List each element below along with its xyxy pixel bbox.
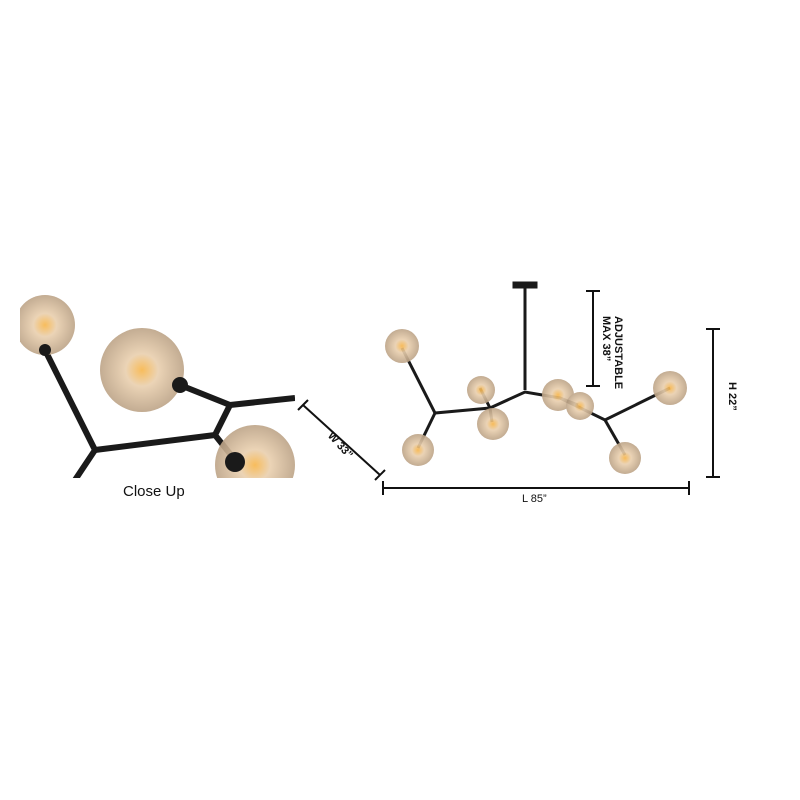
adjustable-line2: MAX 38”: [600, 316, 612, 362]
height-label: H 22”: [726, 382, 738, 411]
closeup-photo: [20, 295, 295, 478]
length-label: L 85”: [522, 493, 547, 505]
chandelier: [400, 281, 671, 456]
length-dimension-line: [382, 481, 690, 495]
glass-bulbs: [385, 329, 687, 474]
adjustable-dimension-line: [586, 290, 600, 387]
adjustable-line1: ADJUSTABLE: [612, 316, 624, 390]
closeup-caption: Close Up: [123, 483, 185, 500]
height-dimension-line: [706, 328, 720, 478]
adjustable-label: ADJUSTABLE MAX 38”: [600, 316, 624, 389]
width-dimension-line: [297, 399, 386, 481]
